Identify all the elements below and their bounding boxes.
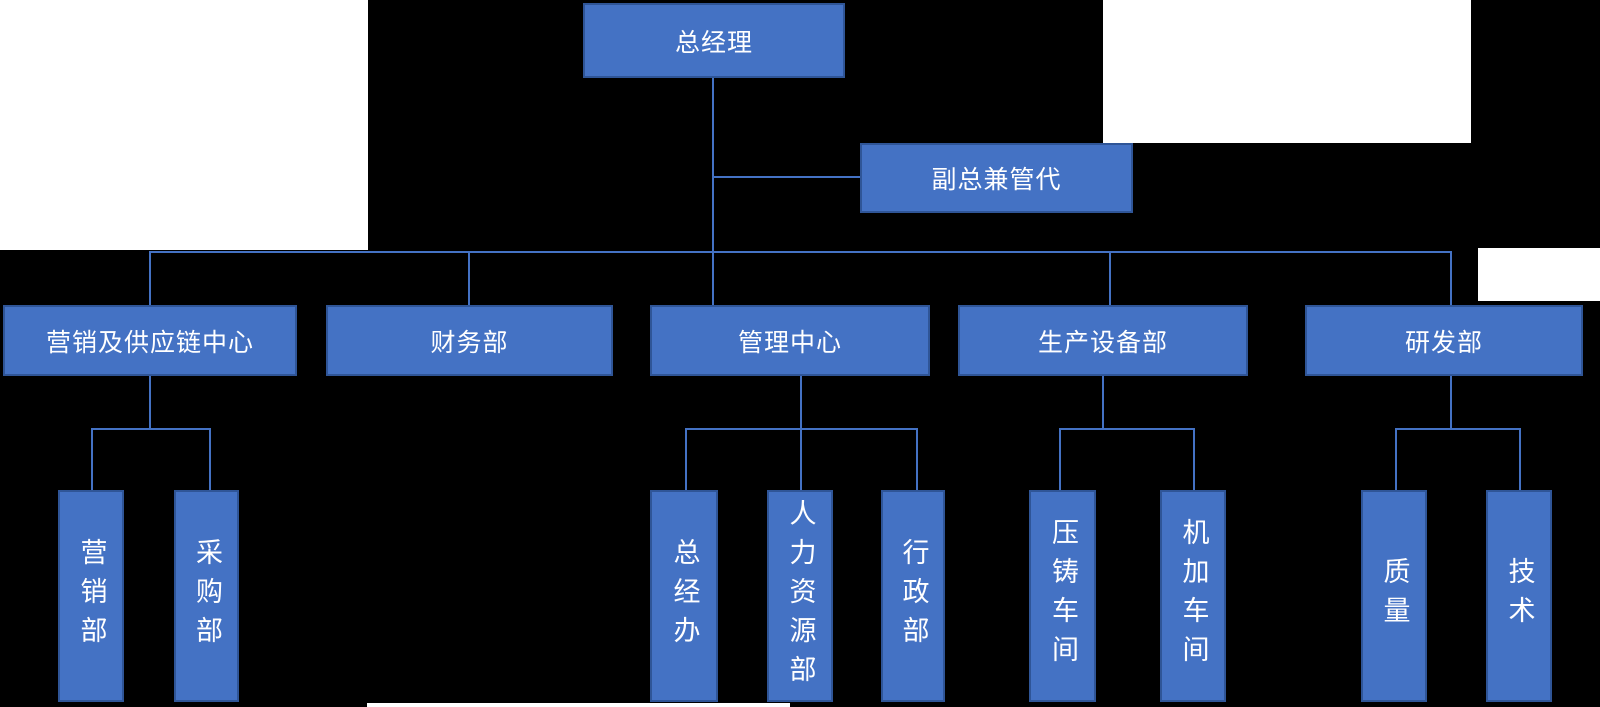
node-rnd-dept: 研发部: [1305, 305, 1583, 376]
connector-line: [1450, 251, 1452, 307]
connector-line: [712, 78, 714, 253]
connector-line: [91, 428, 211, 430]
node-technology: 技术: [1486, 490, 1552, 702]
connector-line: [149, 251, 1452, 253]
connector-line: [1102, 376, 1104, 430]
node-die-casting-workshop: 压铸车间: [1029, 490, 1096, 702]
background-white-area: [1478, 248, 1600, 301]
connector-line: [91, 428, 93, 490]
background-white-area: [0, 0, 368, 250]
node-general-manager: 总经理: [583, 3, 845, 78]
node-marketing-dept: 营销部: [58, 490, 124, 702]
connector-line: [800, 428, 802, 490]
connector-line: [1109, 251, 1111, 307]
connector-line: [712, 251, 714, 307]
connector-line: [149, 376, 151, 430]
connector-line: [1395, 428, 1397, 490]
connector-line: [916, 428, 918, 490]
node-gm-office: 总经办: [650, 490, 718, 702]
node-management-center: 管理中心: [650, 305, 930, 376]
connector-line: [468, 251, 470, 307]
connector-line: [1450, 376, 1452, 430]
background-white-area: [367, 703, 790, 707]
node-deputy-gm: 副总兼管代: [860, 143, 1133, 213]
connector-line: [1059, 428, 1061, 490]
connector-line: [1193, 428, 1195, 490]
node-hr-dept: 人力资源部: [767, 490, 833, 702]
node-purchasing-dept: 采购部: [174, 490, 239, 702]
node-marketing-supply-chain-center: 营销及供应链中心: [3, 305, 297, 376]
connector-line: [712, 176, 860, 178]
node-quality: 质量: [1361, 490, 1427, 702]
node-machining-workshop: 机加车间: [1160, 490, 1226, 702]
node-production-equipment-dept: 生产设备部: [958, 305, 1248, 376]
connector-line: [1395, 428, 1521, 430]
connector-line: [1519, 428, 1521, 490]
connector-line: [209, 428, 211, 490]
node-finance-dept: 财务部: [326, 305, 613, 376]
connector-line: [800, 376, 802, 430]
background-white-area: [1103, 0, 1471, 143]
connector-line: [149, 251, 151, 307]
connector-line: [1059, 428, 1195, 430]
node-admin-dept: 行政部: [881, 490, 945, 702]
connector-line: [685, 428, 687, 490]
